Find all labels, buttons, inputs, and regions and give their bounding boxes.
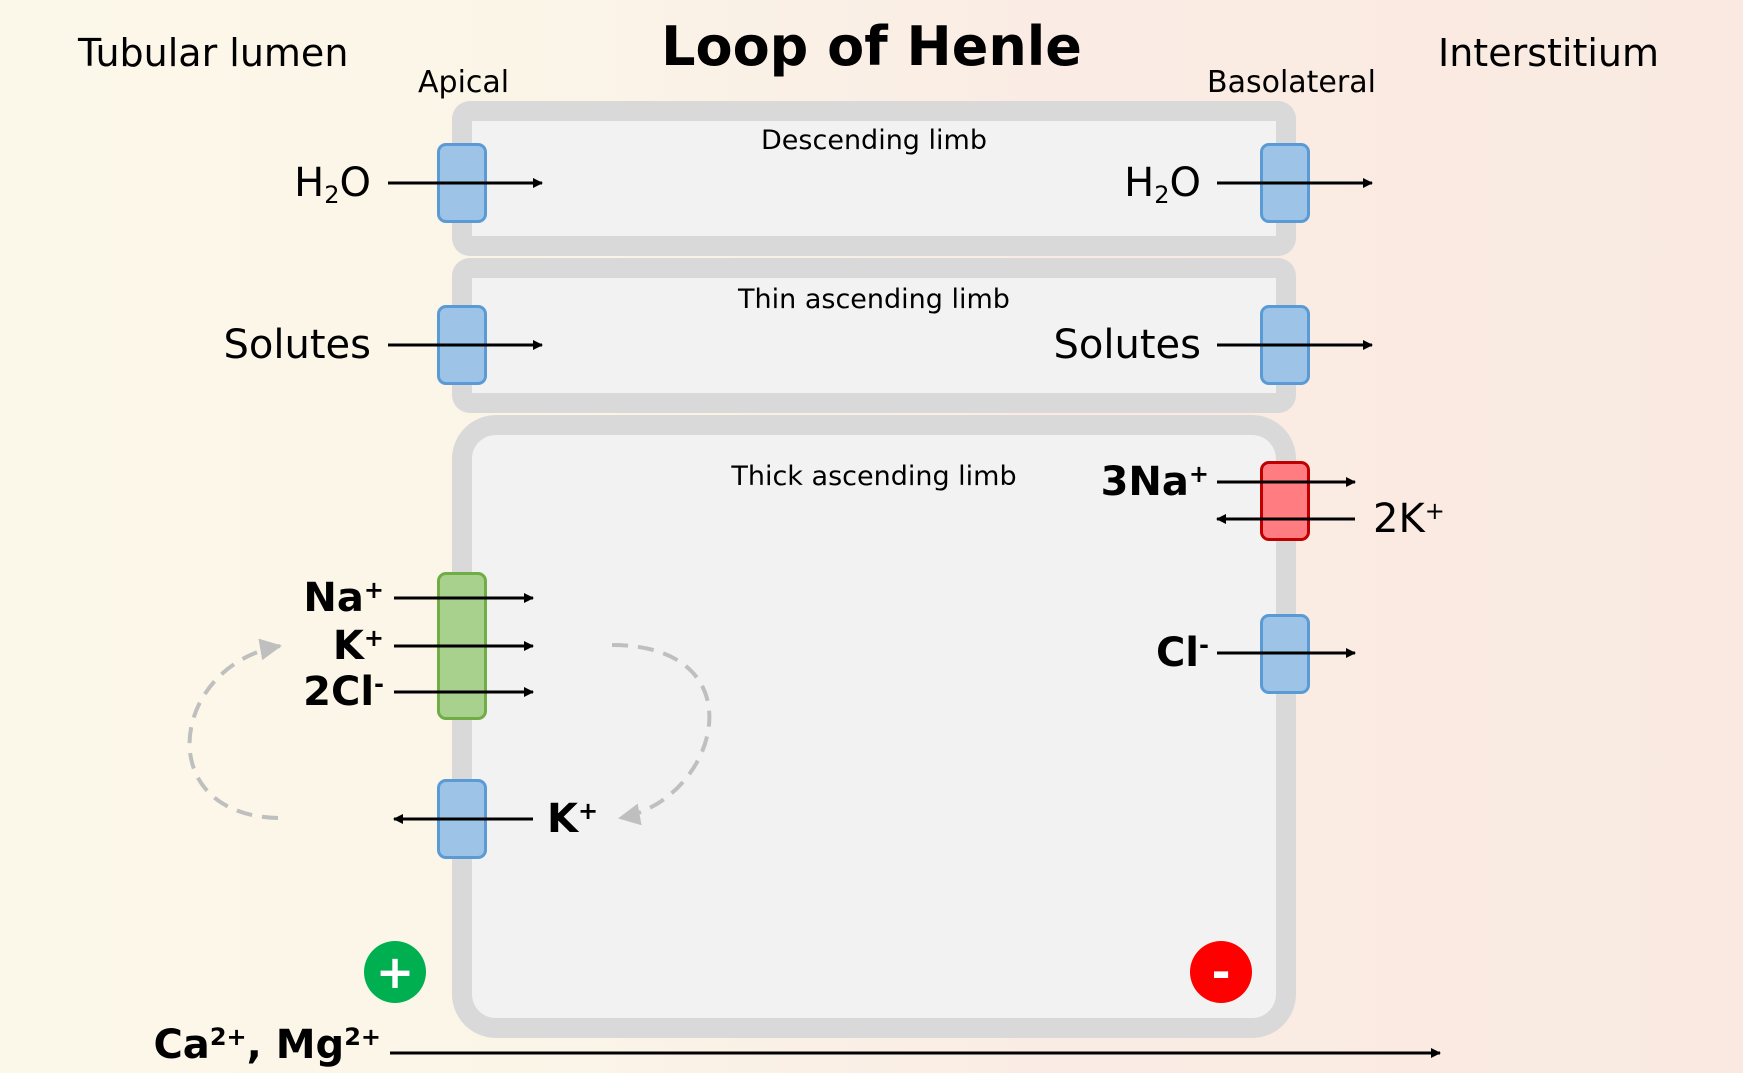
- apical-label: Apical: [418, 65, 510, 100]
- basolateral-h2o-label: H2O: [1124, 160, 1201, 210]
- basolateral-solute-channel: [1260, 305, 1310, 385]
- nkcc-2cl-label: 2Cl-: [303, 669, 384, 716]
- romk-channel: [437, 779, 487, 859]
- nkcc-na-label: Na+: [303, 575, 384, 622]
- pump-2k-label: 2K+: [1373, 496, 1445, 543]
- nkcc-k-label: K+: [332, 623, 384, 670]
- thick-ascending-limb-cell: Thick ascending limb: [452, 415, 1296, 1038]
- k-recycle-arrow-luminal: [187, 638, 282, 820]
- thick-ascending-limb-label: Thick ascending limb: [731, 461, 1017, 492]
- apical-aquaporin-channel: [437, 143, 487, 223]
- descending-limb-cell: Descending limb: [452, 101, 1296, 256]
- thin-ascending-limb-label: Thin ascending limb: [738, 284, 1010, 315]
- paracellular-ions-label: Ca2+, Mg2+: [153, 1022, 381, 1069]
- romk-k-label: K+: [547, 796, 599, 843]
- diagram-title: Loop of Henle: [661, 15, 1082, 78]
- tubular-lumen-label: Tubular lumen: [78, 31, 349, 75]
- apical-solutes-label: Solutes: [223, 322, 371, 368]
- na-k-atpase-pump: [1260, 461, 1310, 541]
- positive-charge-icon: +: [364, 941, 426, 1003]
- descending-limb-label: Descending limb: [761, 125, 987, 156]
- nkcc2-cotransporter: [437, 572, 487, 720]
- apical-h2o-label: H2O: [294, 160, 371, 210]
- basolateral-aquaporin-channel: [1260, 143, 1310, 223]
- basolateral-label: Basolateral: [1207, 65, 1376, 100]
- interstitium-label: Interstitium: [1438, 31, 1660, 75]
- basolateral-solutes-label: Solutes: [1053, 322, 1201, 368]
- pump-3na-label: 3Na+: [1100, 459, 1209, 506]
- basolateral-cl-label: Cl-: [1155, 630, 1209, 677]
- basolateral-cl-channel: [1260, 614, 1310, 694]
- negative-charge-icon: -: [1190, 941, 1252, 1003]
- apical-solute-channel: [437, 305, 487, 385]
